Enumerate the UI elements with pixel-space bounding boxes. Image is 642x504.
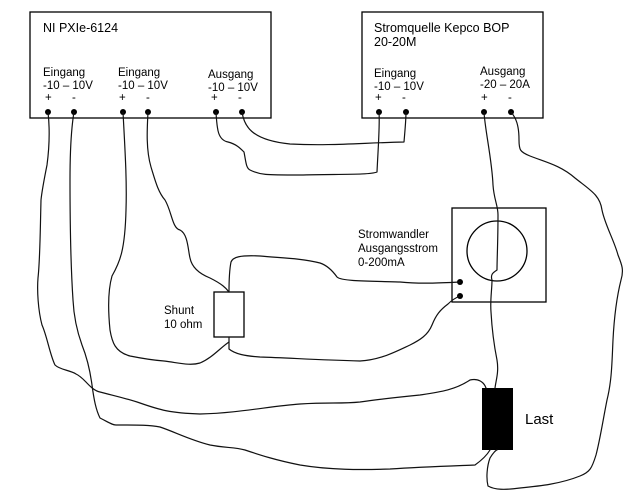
kepco-port1-name: Eingang (374, 68, 416, 80)
current-transducer: Stromwandler Ausgangsstrom 0-200mA (358, 207, 547, 303)
kepco-device-box (361, 11, 544, 119)
transducer-core-ring (466, 220, 528, 282)
ni-port1-plus: + (45, 92, 52, 104)
wire-ni-out-minus-to-kepco-in-minus (241, 111, 407, 146)
kepco-port2-name: Ausgang (480, 66, 525, 78)
ni-port2-minus: - (146, 92, 150, 104)
ni-port1-minus: - (72, 92, 76, 104)
load: Last (482, 388, 554, 450)
wire-ni-out-plus-to-kepco-in-plus (215, 111, 380, 176)
ni-port2-plus: + (119, 92, 126, 104)
wire-transducer-to-shunt-top (228, 255, 461, 293)
kepco-title-line1: Stromquelle Kepco BOP (374, 21, 510, 35)
shunt-label-line1: Shunt (164, 305, 195, 317)
wire-transducer-to-shunt-bottom (228, 295, 461, 362)
ni-port3-minus: - (238, 92, 242, 104)
kepco-bop-device: Stromquelle Kepco BOP 20-20M Eingang -10… (361, 11, 544, 119)
ni-port3-plus: + (211, 92, 218, 104)
shunt-resistor: Shunt 10 ohm (164, 291, 245, 338)
transducer-label-line1: Stromwandler (358, 229, 429, 241)
kepco-port2-minus: - (508, 92, 512, 104)
shunt-box (213, 291, 245, 338)
wire-ni-in1-plus-to-load (37, 111, 487, 415)
shunt-label-line2: 10 ohm (164, 319, 202, 331)
transducer-box (451, 207, 547, 303)
wire-ni-in1-minus-to-load (69, 111, 491, 471)
ni-port2-range: -10 – 10V (118, 80, 168, 92)
transducer-label-line2: Ausgangsstrom (358, 243, 438, 255)
load-label: Last (525, 411, 554, 428)
ni-port3-name: Ausgang (208, 69, 253, 81)
kepco-port2-plus: + (481, 92, 488, 104)
kepco-port1-minus: - (402, 92, 406, 104)
kepco-title-line2: 20-20M (374, 35, 416, 49)
ni-port3-range: -10 – 10V (208, 82, 258, 94)
ni-port2-name: Eingang (118, 67, 160, 79)
kepco-port1-range: -10 – 10V (374, 81, 424, 93)
wire-ni-in2-minus-to-shunt (146, 111, 230, 293)
ni-port1-name: Eingang (43, 67, 85, 79)
wire-ni-in2-plus-to-shunt-bottom (108, 111, 230, 365)
kepco-port2-range: -20 – 20A (480, 79, 530, 91)
ni-pxie-6124-device: NI PXIe-6124 Eingang -10 – 10V + - Einga… (29, 11, 272, 119)
load-block (482, 388, 513, 450)
kepco-port1-plus: + (375, 92, 382, 104)
wire-kepco-out-minus-to-load (486, 111, 624, 490)
ni-port1-range: -10 – 10V (43, 80, 93, 92)
transducer-label-line3: 0-200mA (358, 257, 405, 269)
ni-device-box (29, 11, 272, 119)
ni-device-title: NI PXIe-6124 (43, 21, 118, 35)
wire-kepco-out-plus-to-load (483, 111, 499, 389)
